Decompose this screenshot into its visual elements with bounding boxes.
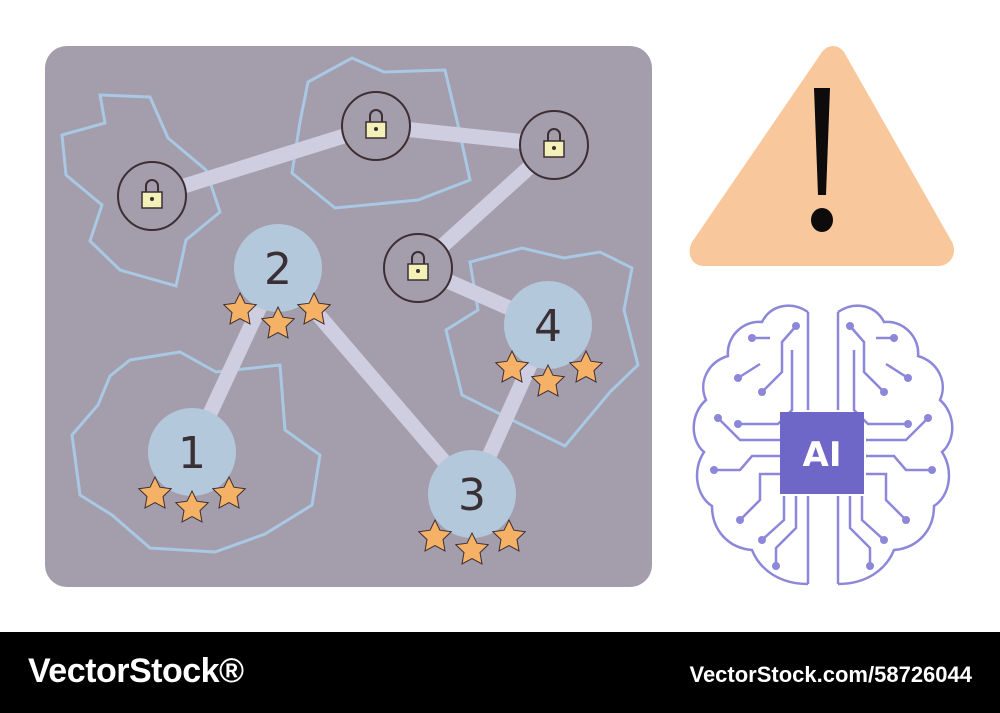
level-number: 4 [534, 301, 562, 352]
warning-icon [689, 46, 955, 266]
ai-chip [780, 412, 864, 494]
level-2-node[interactable]: 2 [223, 224, 331, 339]
level-4-node[interactable]: 4 [495, 281, 603, 397]
lock-icon [365, 109, 387, 139]
level-number: 2 [264, 244, 292, 295]
lock-icon [141, 179, 163, 209]
image-id: VectorStock.com/58726044 [689, 662, 972, 687]
level-map: 2 4 1 [45, 46, 652, 587]
level-number: 1 [178, 428, 206, 479]
lock-icon [543, 128, 565, 158]
path [144, 118, 384, 204]
ai-brain-icon: AI [692, 304, 954, 586]
ai-label: AI [803, 435, 842, 475]
map-regions [60, 56, 640, 554]
region-outline [70, 350, 322, 554]
level-3-node[interactable]: 3 [418, 450, 526, 565]
level-1-node[interactable]: 1 [138, 408, 246, 523]
illustration: 2 4 1 [45, 46, 955, 587]
lock-icon [407, 251, 429, 281]
region-outline [60, 93, 222, 288]
locked-level[interactable] [117, 161, 187, 231]
locked-level[interactable] [519, 110, 589, 180]
region-outline [444, 246, 640, 448]
level-number: 3 [458, 470, 486, 521]
footer-bar: VectorStock® VectorStock.com/58726044 [0, 632, 1000, 713]
brand-logo: VectorStock® [28, 652, 244, 690]
locked-level[interactable] [341, 91, 411, 161]
locked-level[interactable] [383, 233, 453, 303]
